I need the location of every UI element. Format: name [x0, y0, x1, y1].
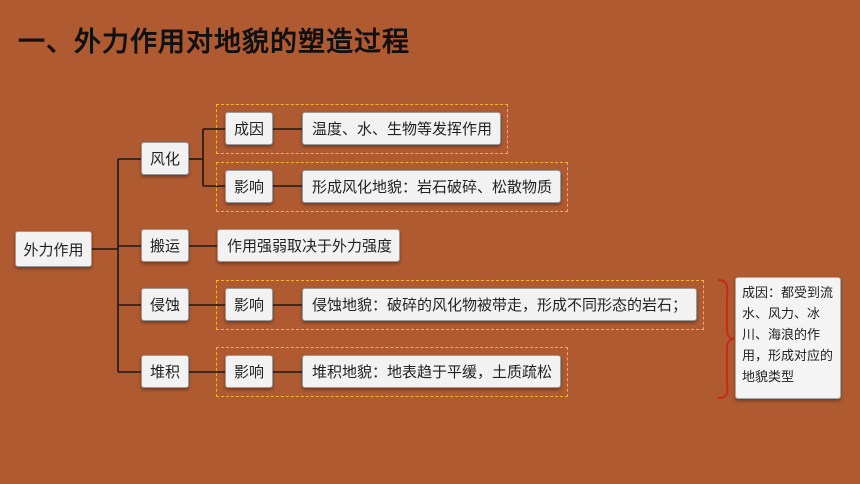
- node-deposition-effect[interactable]: 影响: [225, 355, 273, 388]
- page-title: 一、外力作用对地貌的塑造过程: [18, 27, 410, 58]
- group-erosion-effect: [216, 280, 704, 330]
- group-deposition-effect: [216, 347, 568, 397]
- leaf-transport[interactable]: 作用强弱取决于外力强度: [217, 229, 400, 262]
- note-box: 成因：都受到流水、风力、冰川、海浪的作用，形成对应的地貌类型: [735, 277, 841, 399]
- leaf-weathering-effect[interactable]: 形成风化地貌：岩石破碎、松散物质: [302, 170, 561, 203]
- node-weathering-effect[interactable]: 影响: [225, 170, 273, 203]
- curly-brace: [717, 279, 735, 399]
- leaf-deposition-effect[interactable]: 堆积地貌：地表趋于平缓，土质疏松: [302, 355, 561, 388]
- root-node[interactable]: 外力作用: [15, 231, 92, 267]
- branch-transport[interactable]: 搬运: [141, 229, 189, 262]
- branch-erosion[interactable]: 侵蚀: [141, 288, 189, 321]
- group-weathering-cause: [216, 104, 508, 154]
- group-weathering-effect: [216, 162, 568, 212]
- branch-deposition[interactable]: 堆积: [141, 355, 189, 388]
- node-weathering-cause[interactable]: 成因: [225, 112, 273, 145]
- branch-weathering[interactable]: 风化: [141, 142, 189, 175]
- leaf-weathering-cause[interactable]: 温度、水、生物等发挥作用: [302, 112, 501, 145]
- node-erosion-effect[interactable]: 影响: [225, 288, 273, 321]
- leaf-erosion-effect[interactable]: 侵蚀地貌：破碎的风化物被带走，形成不同形态的岩石；: [302, 288, 697, 321]
